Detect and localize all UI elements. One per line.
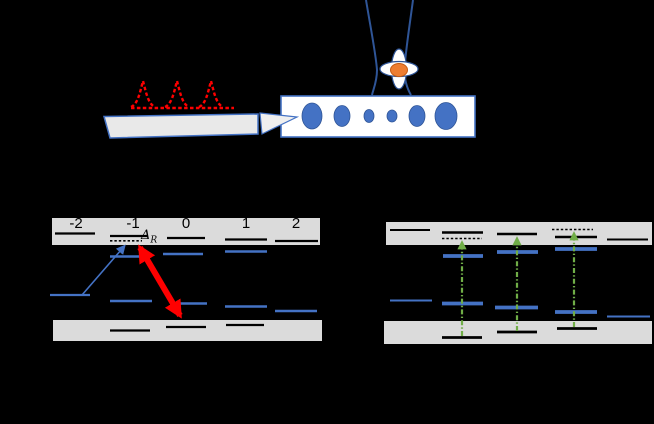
- magnetic-sublevel-label: 0: [181, 215, 191, 232]
- tweezer-beam-right: [403, 0, 414, 96]
- mode-ellipse: [333, 105, 351, 127]
- cavity-mode-ellipses: [301, 102, 458, 130]
- delta-subscript: R: [150, 235, 158, 246]
- delta-symbol: Δ: [141, 228, 151, 243]
- atom-core: [390, 63, 408, 77]
- mode-ellipse: [408, 105, 426, 127]
- mode-ellipse: [363, 109, 375, 123]
- photon-pulses: [130, 76, 234, 110]
- raman-detuning-label: ΔR: [141, 229, 157, 248]
- left-manifold-band: [53, 320, 322, 341]
- mode-ellipse: [301, 102, 323, 130]
- apparatus-sketch: [103, 0, 476, 139]
- mode-ellipse: [434, 102, 458, 130]
- mode-ellipse: [386, 109, 398, 123]
- magnetic-sublevel-label: -1: [126, 215, 140, 232]
- trapped-atom: [379, 48, 419, 90]
- lightshift-level-diagram: [384, 222, 652, 344]
- magnetic-sublevel-label: -2: [69, 215, 83, 232]
- magnetic-sublevel-label: 2: [291, 215, 301, 232]
- left-transition-arrow: [81, 244, 126, 296]
- magnetic-sublevel-label: 1: [241, 215, 251, 232]
- fiber-body: [103, 113, 259, 139]
- left-transition-arrow: [137, 244, 183, 319]
- fiber-taper: [259, 112, 300, 135]
- tweezer-beam-left: [365, 0, 379, 96]
- raman-level-diagram: [50, 218, 322, 341]
